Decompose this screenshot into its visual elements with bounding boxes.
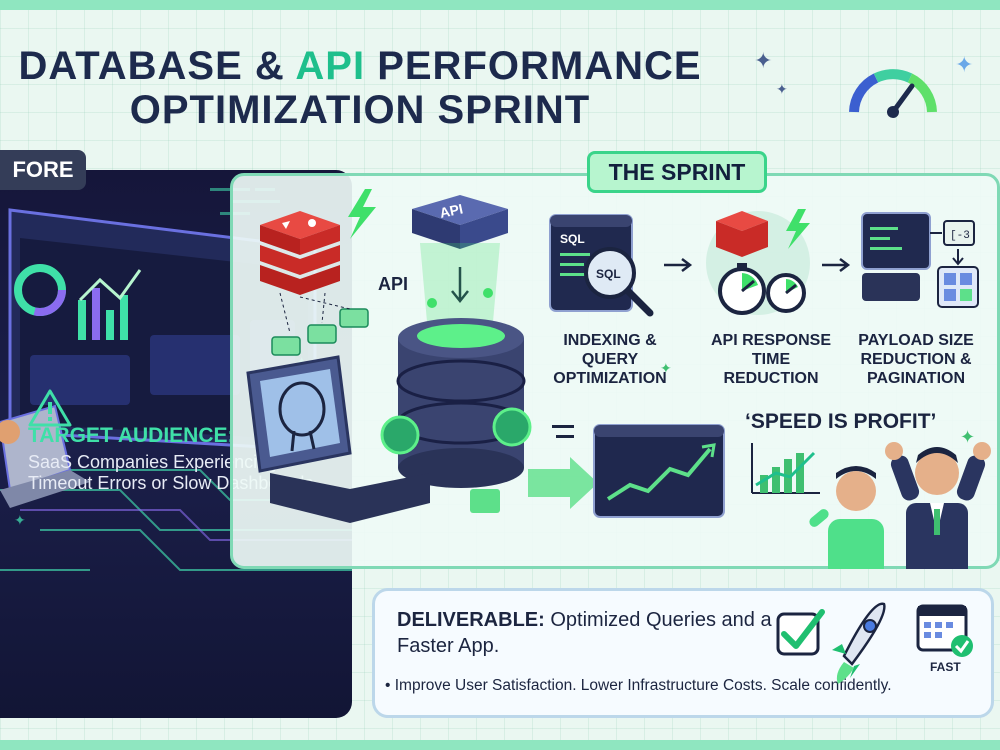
page-title: DATABASE & API PERFORMANCE OPTIMIZATION … [0, 44, 720, 132]
sql-label: SQL [560, 232, 585, 246]
gauge-icon [849, 69, 937, 118]
svg-text:[-3: [-3 [950, 230, 970, 242]
api-box-label: API [438, 200, 464, 221]
deliverable-bullet: • Improve User Satisfaction. Lower Infra… [385, 677, 892, 694]
growth-chart-icon [751, 443, 820, 494]
sparkle-icon: ✦ [776, 81, 788, 97]
deliverable-label: DELIVERABLE: [397, 609, 545, 631]
sprint-badge: THE SPRINT [587, 151, 767, 193]
deliverable-panel: DELIVERABLE: Optimized Queries and a Fas… [372, 588, 994, 718]
laptop-icon [0, 404, 90, 508]
code-window-icon: [-3 [861, 212, 979, 308]
rocket-icon [832, 602, 886, 684]
svg-text:✦: ✦ [960, 427, 975, 447]
person-icon [885, 442, 991, 569]
deliverable-text: DELIVERABLE: Optimized Queries and a Fas… [397, 607, 777, 659]
checkbox-icon [776, 609, 825, 656]
step-label-indexing: INDEXING & QUERY OPTIMIZATION [553, 332, 667, 387]
speed-quote: ‘SPEED IS PROFIT’ [745, 410, 937, 433]
top-frame [0, 0, 1000, 10]
target-audience-title: TARGET AUDIENCE: [28, 424, 235, 447]
chart-window-icon [593, 424, 725, 518]
postgres-elephant-icon [246, 355, 352, 473]
calendar-icon [916, 604, 973, 657]
title-part: PERFORMANCE [365, 44, 702, 88]
deliverable-icons [776, 602, 973, 684]
person-icon [809, 466, 884, 569]
deliverable-body: Optimized Queries and a Faster App. [397, 609, 772, 657]
title-part: DATABASE & [18, 44, 296, 88]
warning-icon [28, 389, 72, 427]
title-line-2: OPTIMIZATION SPRINT [129, 88, 591, 132]
api-label: API [378, 274, 409, 294]
sprint-illustration: API SQL SQL [246, 189, 991, 569]
sparkle-icon: ✦ [754, 48, 773, 73]
redis-icon [716, 211, 768, 257]
lightning-icon [348, 189, 376, 239]
fast-label: FAST [930, 660, 961, 674]
step-label-api-response: API RESPONSE TIME REDUCTION [710, 332, 832, 387]
stopwatch-icon [766, 273, 806, 313]
svg-text:✦: ✦ [660, 360, 672, 376]
title-accent: API [295, 44, 366, 88]
lightning-icon [786, 209, 810, 249]
sql-search-icon: SQL SQL [549, 214, 654, 317]
step-label-payload: PAYLOAD SIZE REDUCTION & PAGINATION [858, 332, 974, 387]
svg-text:SQL: SQL [596, 267, 621, 281]
redis-icon [260, 211, 340, 295]
sparkle-icon: ✦ [955, 52, 974, 77]
before-badge: FORE [0, 150, 86, 190]
api-box-icon: API [412, 195, 508, 249]
stopwatch-icon [718, 263, 766, 315]
database-icon [380, 318, 532, 488]
bottom-frame [0, 740, 1000, 750]
svg-text:✦: ✦ [14, 512, 26, 528]
